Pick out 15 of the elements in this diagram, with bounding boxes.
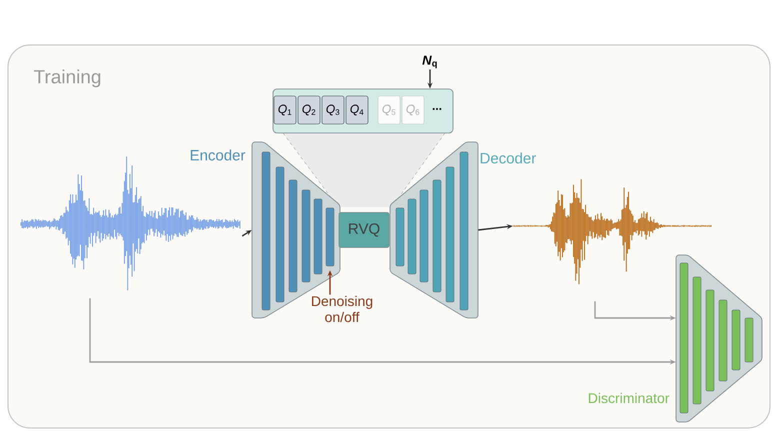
quantizer-cell: Q$_{2}$ <box>298 96 320 124</box>
decoder-drawing: Decoder <box>390 142 536 318</box>
node-label: Discriminator <box>588 392 670 404</box>
quantizer-cell: Q$_{5}$ <box>378 96 400 124</box>
quantizer-cell: Q$_{4}$ <box>346 96 368 124</box>
node-label: Encoder <box>190 149 246 161</box>
quantizer-cell: Q$_{1}$ <box>274 96 296 124</box>
quantizer-cell: Q$_{6}$ <box>402 96 424 124</box>
node-label: Decoder <box>480 152 536 164</box>
discriminator-drawing: Discriminator <box>588 254 762 422</box>
quantizer-cell: Q$_{3}$ <box>322 96 344 124</box>
rvq-box: RVQ <box>338 212 390 248</box>
nq-label: N$_{q}$ <box>422 56 437 68</box>
output-waveform <box>512 178 712 285</box>
denoising-label: Denoising on/off <box>312 296 372 322</box>
